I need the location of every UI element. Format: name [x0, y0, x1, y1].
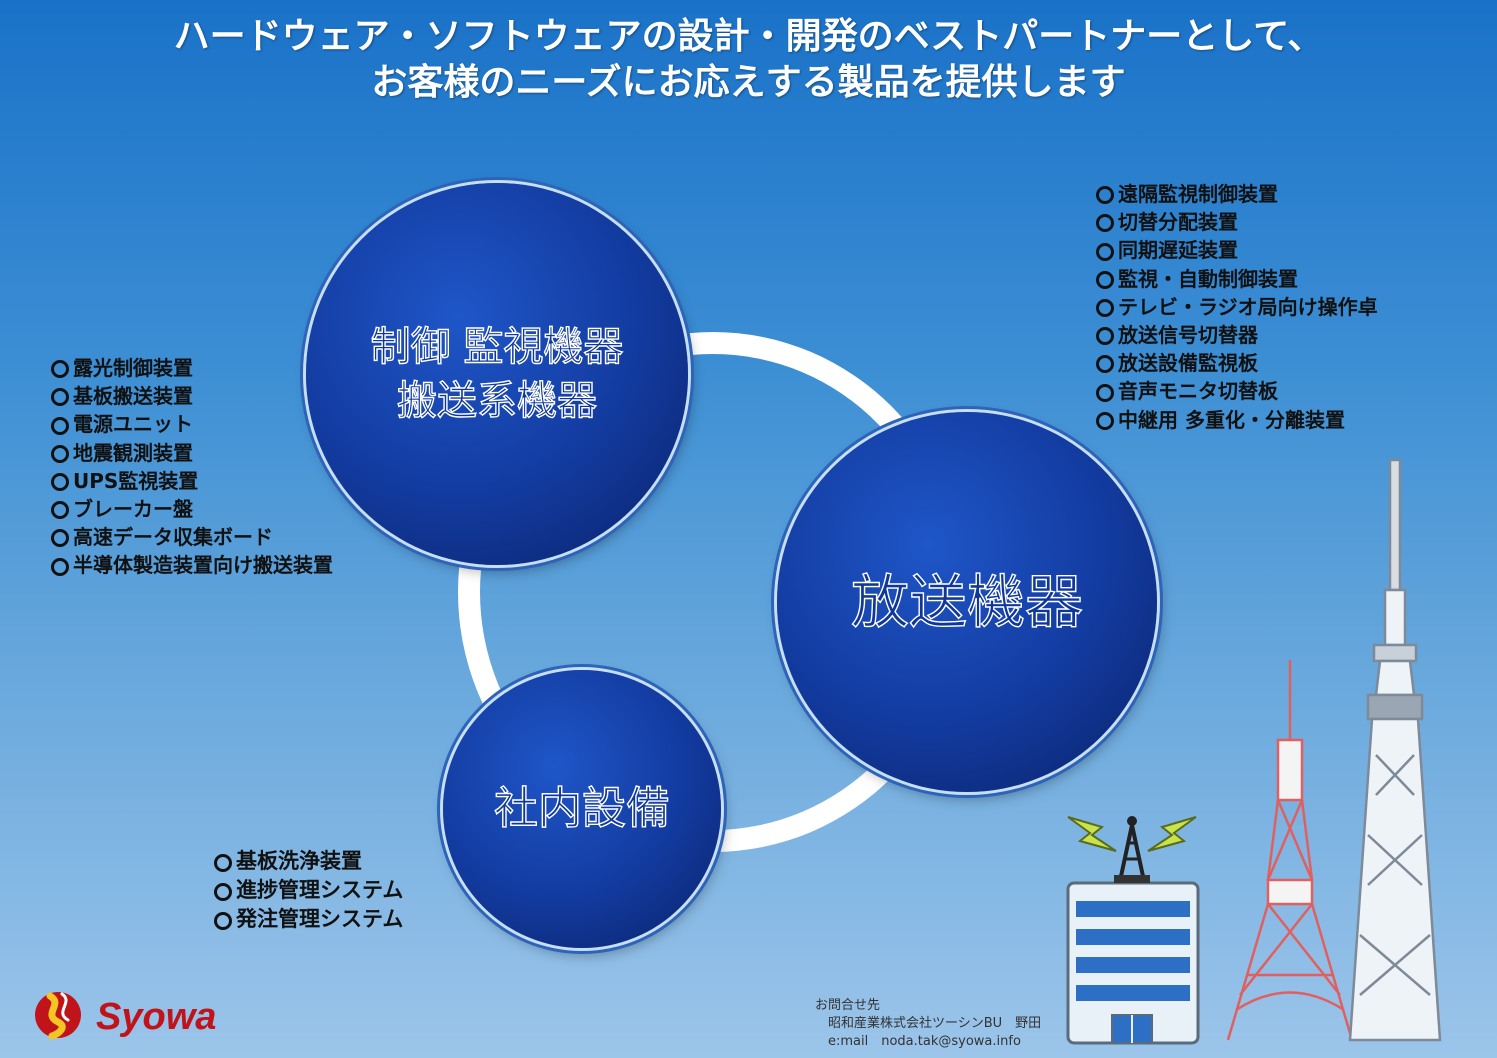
control-product-list: 露光制御装置 基板搬送装置 電源ユニット 地震観測装置 UPS監視装置 ブレーカ… — [50, 354, 333, 580]
list-item: 放送設備監視板 — [1095, 349, 1378, 377]
headline-line-1: ハードウェア・ソフトウェアの設計・開発のベストパートナーとして、 — [173, 16, 1324, 57]
list-item: 地震観測装置 — [50, 439, 333, 467]
contact-info: お問合せ先 昭和産業株式会社ツーシンBU 野田 e:mail noda.tak@… — [815, 997, 1041, 1051]
list-item: 監視・自動制御装置 — [1095, 265, 1378, 293]
lightning-icon — [1067, 816, 1197, 852]
list-item: 高速データ収集ボード — [50, 523, 333, 551]
internal-facility-list: 基板洗浄装置 進捗管理システム 発注管理システム — [213, 847, 403, 934]
headline-line-2: お客様のニーズにお応えする製品を提供します — [371, 62, 1126, 103]
list-item: ブレーカー盤 — [50, 495, 333, 523]
circle-broadcast-label: 放送機器 — [850, 567, 1083, 636]
list-item: 放送信号切替器 — [1095, 321, 1378, 349]
skytree-icon — [1348, 458, 1442, 1042]
broadcast-product-list: 遠隔監視制御装置 切替分配装置 同期遅延装置 監視・自動制御装置 テレビ・ラジオ… — [1095, 180, 1378, 434]
headline: ハードウェア・ソフトウェアの設計・開発のベストパートナーとして、 お客様のニーズ… — [0, 14, 1497, 106]
list-item: 基板洗浄装置 — [213, 847, 403, 876]
list-item: 音声モニタ切替板 — [1095, 377, 1378, 405]
contact-heading: お問合せ先 — [815, 998, 881, 1013]
list-item: 進捗管理システム — [213, 876, 403, 905]
list-item: 電源ユニット — [50, 410, 333, 438]
list-item: 中継用 多重化・分離装置 — [1095, 406, 1378, 434]
list-item: テレビ・ラジオ局向け操作卓 — [1095, 293, 1378, 321]
logo-wordmark: Syowa — [96, 996, 217, 1038]
contact-email[interactable]: e:mail noda.tak@syowa.info — [828, 1034, 1021, 1049]
list-item: 遠隔監視制御装置 — [1095, 180, 1378, 208]
list-item: 露光制御装置 — [50, 354, 333, 382]
list-item: 半導体製造装置向け搬送装置 — [50, 551, 333, 579]
circle-broadcast-equipment: 放送機器 — [777, 412, 1157, 792]
contact-company: 昭和産業株式会社ツーシンBU 野田 — [828, 1016, 1042, 1031]
tokyo-tower-icon — [1226, 660, 1354, 1041]
list-item: UPS監視装置 — [50, 467, 333, 495]
list-item: 同期遅延装置 — [1095, 236, 1378, 264]
building-antenna-icon — [1066, 816, 1200, 1045]
circle-control-equipment: 制御 監視機器 搬送系機器 — [306, 183, 688, 565]
circle-control-line-2: 搬送系機器 — [396, 377, 597, 424]
circle-control-line-1: 制御 監視機器 — [370, 323, 624, 370]
list-item: 発注管理システム — [213, 905, 403, 934]
circle-internal-label: 社内設備 — [493, 782, 670, 834]
broadcast-illustration — [1066, 458, 1442, 1045]
circle-internal-facilities: 社内設備 — [443, 670, 721, 948]
syowa-logo-icon — [35, 992, 81, 1040]
list-item: 基板搬送装置 — [50, 382, 333, 410]
list-item: 切替分配装置 — [1095, 208, 1378, 236]
